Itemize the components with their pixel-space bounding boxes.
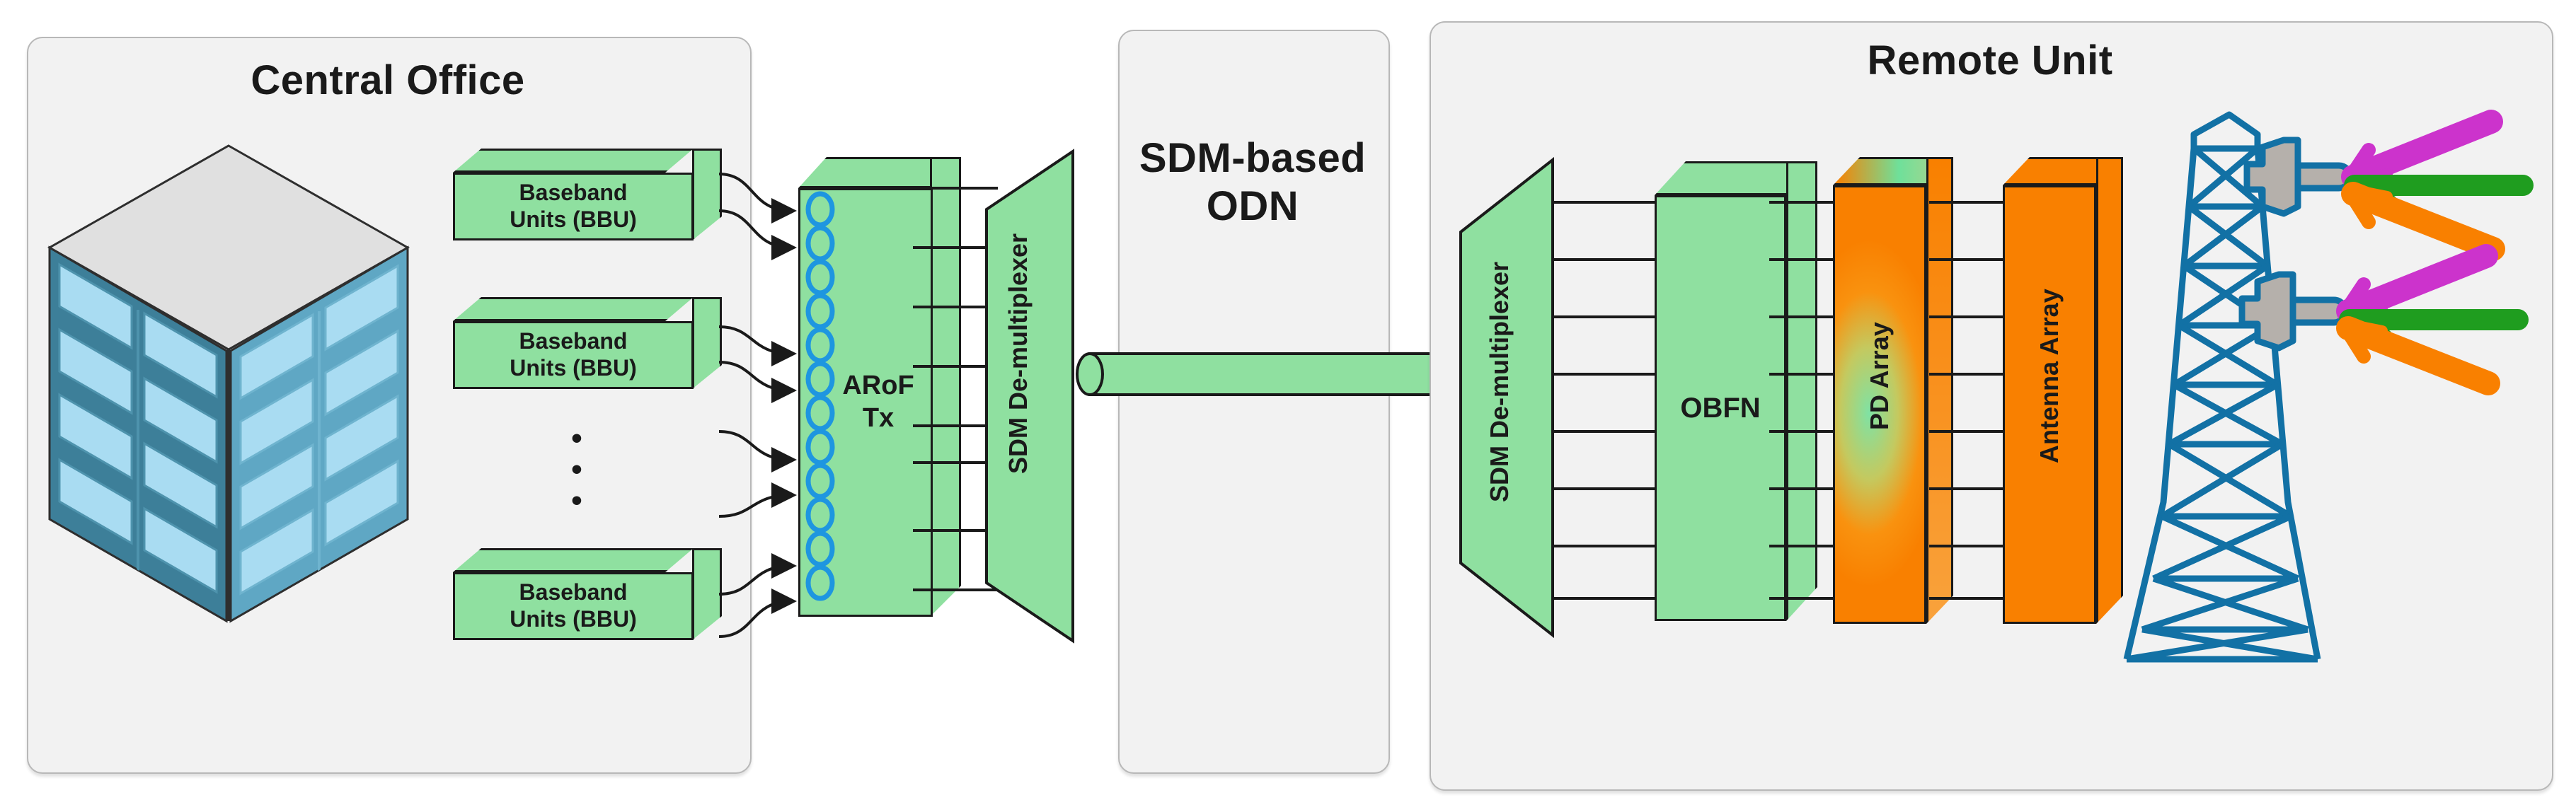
arof-tx-box[interactable]: ARoF Tx xyxy=(798,157,961,617)
magenta-beam xyxy=(2341,110,2503,189)
arof-tx-label-line1: ARoF xyxy=(842,371,914,401)
pd-array-face xyxy=(1833,185,1926,624)
bbu-label-line1: Baseband xyxy=(519,328,628,354)
bbu-label-line2: Units (BBU) xyxy=(510,355,637,381)
bbu-box-top xyxy=(453,548,694,572)
ellipsis-dot: • xyxy=(571,421,582,456)
dish-antenna-2 xyxy=(2238,271,2349,352)
magenta-beam xyxy=(2336,244,2498,323)
odn-title-line1: SDM-based xyxy=(1139,135,1367,181)
bbu-box-top xyxy=(453,297,694,321)
bbu-label-line2: Units (BBU) xyxy=(510,606,637,632)
antenna-array-side xyxy=(2096,157,2123,624)
ellipsis-dot: • xyxy=(571,483,582,518)
arof-to-mux-lines xyxy=(913,187,998,591)
office-building-isometric-icon xyxy=(47,144,410,623)
pd-array-label: PD Array xyxy=(1865,322,1894,431)
bbu-box-3[interactable]: Baseband Units (BBU) xyxy=(453,548,722,640)
orange-beam xyxy=(2336,316,2500,395)
orange-beam xyxy=(2341,182,2505,261)
dish-antenna-1 xyxy=(2243,137,2354,217)
ellipsis-dot: • xyxy=(571,452,582,487)
antenna-array-label: Antenna Array xyxy=(2035,289,2064,464)
obfn-label: OBFN xyxy=(1680,392,1761,424)
antenna-array-box[interactable]: Antenna Array xyxy=(2003,157,2123,624)
cell-tower-icon xyxy=(2123,110,2534,663)
pd-array-box[interactable]: PD Array xyxy=(1833,157,1953,624)
central-office-title: Central Office xyxy=(251,57,525,103)
bbu-box-face: Baseband Units (BBU) xyxy=(453,572,694,640)
sdm-odn-title: SDM-based ODN xyxy=(1118,134,1387,231)
sdm-demultiplexer-central[interactable] xyxy=(984,149,1118,644)
bbu-ellipsis: • • • xyxy=(563,423,591,516)
obfn-box[interactable]: OBFN xyxy=(1655,161,1817,621)
sdm-demultiplexer-remote[interactable] xyxy=(1458,156,1599,639)
obfn-box-face: OBFN xyxy=(1655,195,1786,621)
bbu-box-top xyxy=(453,149,694,173)
odn-title-line2: ODN xyxy=(1206,183,1299,230)
bbu-label-line1: Baseband xyxy=(519,180,628,206)
bbu-to-arof-connectors xyxy=(718,173,797,638)
remote-unit-title: Remote Unit xyxy=(1867,37,2113,83)
bbu-label-line1: Baseband xyxy=(519,579,628,605)
bbu-label-line2: Units (BBU) xyxy=(510,207,637,232)
arof-tx-label-line2: Tx xyxy=(862,403,895,433)
sdm-demultiplexer-central-label: SDM De-multiplexer xyxy=(1004,233,1033,474)
obfn-box-side xyxy=(1786,161,1817,621)
bbu-box-1[interactable]: Baseband Units (BBU) xyxy=(453,149,722,240)
sdm-odn-panel xyxy=(1118,30,1390,774)
bbu-box-2[interactable]: Baseband Units (BBU) xyxy=(453,297,722,389)
bbu-box-face: Baseband Units (BBU) xyxy=(453,321,694,389)
optical-fiber-helix-icon xyxy=(805,191,835,601)
antenna-array-face xyxy=(2003,185,2096,624)
bbu-box-face: Baseband Units (BBU) xyxy=(453,173,694,240)
sdm-demultiplexer-remote-label: SDM De-multiplexer xyxy=(1485,261,1514,502)
